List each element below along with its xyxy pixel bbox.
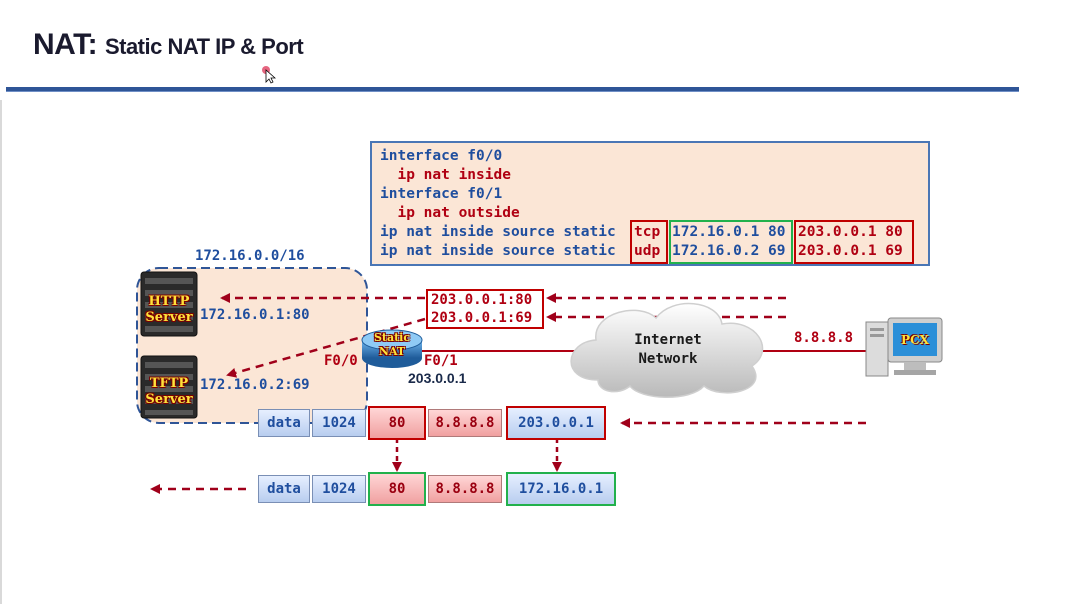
router-label: Static NAT [373,331,411,358]
tftp-server-address: 172.16.0.2:69 [200,377,310,393]
router-icon [361,329,423,368]
nat-entry-http: 203.0.0.1:80 [431,292,533,308]
inside-highlight-box [669,220,793,264]
config-line-5-inside: 172.16.0.1 80 [672,224,786,240]
packet-in-dst-port: 80 [368,406,426,440]
outside-highlight-box [794,220,914,264]
nat-config-box: interface f0/0 ip nat inside interface f… [370,141,930,266]
config-line-3: interface f0/1 [380,186,503,202]
config-line-4: ip nat outside [380,205,520,221]
http-server-address: 172.16.0.1:80 [200,307,310,323]
config-line-6-outside: 203.0.0.1 69 [798,243,903,259]
packet-out-src-port: 1024 [312,475,366,503]
tftp-server-icon [140,355,198,419]
config-line-6-proto: udp [634,243,661,259]
config-line-2: ip nat inside [380,167,511,183]
packet-in-src-port: 1024 [312,409,366,437]
slide-left-edge [0,100,2,604]
config-line-5-prefix: ip nat inside source static [380,224,616,240]
slide-title: NAT: Static NAT IP & Port [33,28,304,62]
pc-icon [865,317,943,377]
nat-entry-tftp: 203.0.0.1:69 [431,310,533,326]
http-server-icon [140,271,198,337]
lan-subnet-label: 172.16.0.0/16 [195,248,305,264]
internet-cloud-label: Internet Network [634,332,702,367]
title-divider [6,87,1019,92]
nat-translation-box: 203.0.0.1:80 203.0.0.1:69 [426,289,544,329]
title-subtitle: Static NAT IP & Port [104,34,304,59]
pc-label: PCX [901,333,929,347]
mouse-cursor-icon [262,66,276,84]
packet-out-dst-ip: 172.16.0.1 [506,472,616,506]
router-interface-outside: F0/1 [424,353,458,369]
tftp-server-label: TFTP Server [145,376,193,407]
router-interface-inside: F0/0 [324,353,358,369]
packet-out-src-ip: 8.8.8.8 [428,475,502,503]
pc-ip-label: 8.8.8.8 [794,330,854,346]
config-line-5-proto: tcp [634,224,661,240]
packet-in-src-ip: 8.8.8.8 [428,409,502,437]
config-line-1: interface f0/0 [380,148,503,164]
config-line-5-outside: 203.0.0.1 80 [798,224,903,240]
packet-in-dst-ip: 203.0.0.1 [506,406,606,440]
packet-out-data: data [258,475,310,503]
translated-arrow-tftp [226,317,426,378]
http-server-label: HTTP Server [145,294,193,325]
packet-out-dst-port: 80 [368,472,426,506]
config-line-6-inside: 172.16.0.2 69 [672,243,786,259]
title-main: NAT: [33,28,98,61]
internet-cloud-icon [570,302,764,398]
router-public-ip: 203.0.0.1 [408,370,467,386]
proto-highlight-box [630,220,668,264]
config-line-6-prefix: ip nat inside source static [380,243,616,259]
packet-in-data: data [258,409,310,437]
